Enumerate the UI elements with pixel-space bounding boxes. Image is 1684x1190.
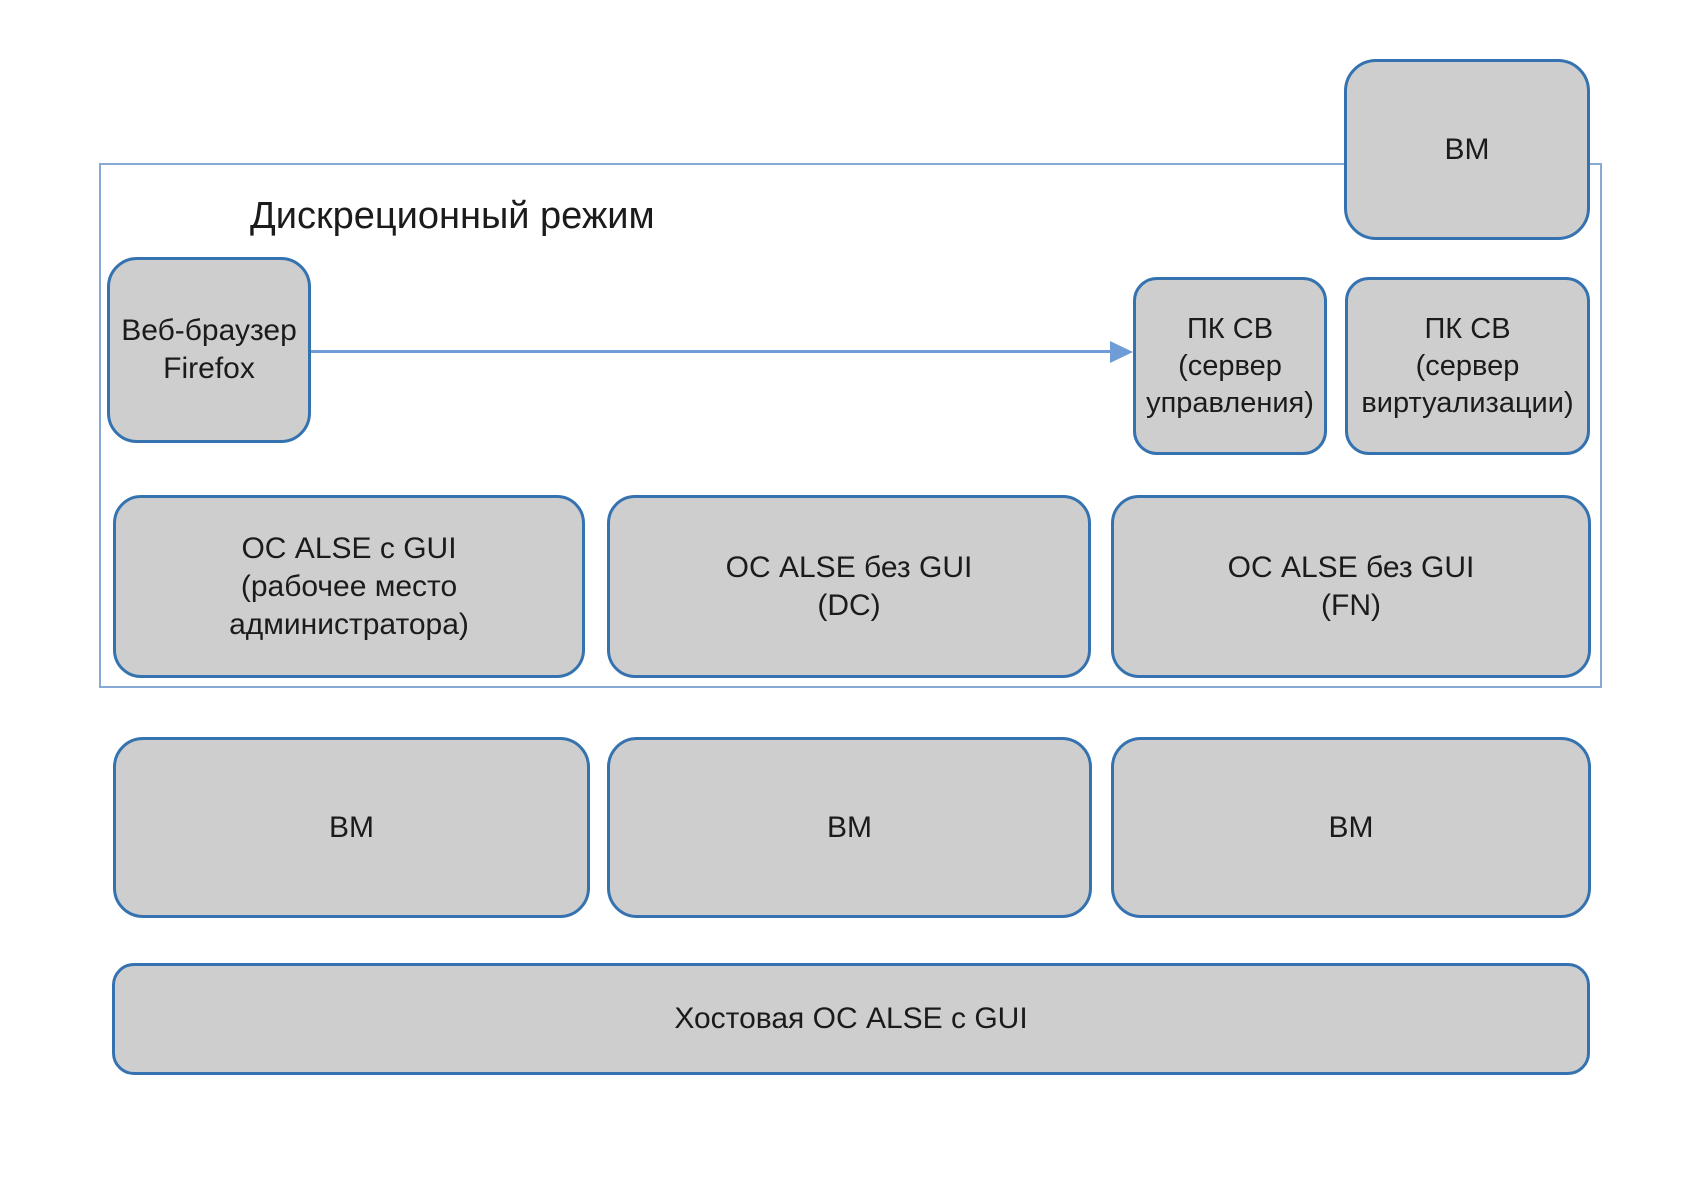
vm3-label: ВМ xyxy=(1328,810,1374,844)
pksv-management-label-line2: (сервер xyxy=(1178,349,1282,382)
alse-nogui-dc-node: ОС ALSE без GUI (DC) xyxy=(607,495,1091,678)
alse-nogui-fn-node: ОС ALSE без GUI (FN) xyxy=(1111,495,1591,678)
frame-title: Дискреционный режим xyxy=(250,195,655,237)
alse-admin-label-line1: ОС ALSE с GUI xyxy=(241,531,457,565)
alse-gui-admin-workstation-node: ОС ALSE с GUI (рабочее место администрат… xyxy=(113,495,585,678)
alse-dc-label-line1: ОС ALSE без GUI xyxy=(725,550,973,584)
firefox-to-mgmt-connector-line xyxy=(311,350,1112,353)
vm-top-node: ВМ xyxy=(1344,59,1590,240)
host-os-alse-gui-node: Хостовая ОС ALSE с GUI xyxy=(112,963,1590,1075)
pksv-management-server-node: ПК СВ (сервер управления) xyxy=(1133,277,1327,455)
discretionary-mode-frame xyxy=(99,163,1602,688)
alse-fn-label-line2: (FN) xyxy=(1321,588,1381,622)
vm-node-2: ВМ xyxy=(607,737,1092,918)
vm-node-1: ВМ xyxy=(113,737,590,918)
firefox-browser-node: Веб-браузер Firefox xyxy=(107,257,311,443)
vm1-label: ВМ xyxy=(329,810,374,844)
alse-admin-label-line3: администратора) xyxy=(229,607,469,641)
vm-node-3: ВМ xyxy=(1111,737,1591,918)
vm2-label: ВМ xyxy=(827,810,872,844)
pksv-virtualization-label-line2: (сервер xyxy=(1415,349,1520,382)
firefox-browser-label-line1: Веб-браузер xyxy=(121,314,297,347)
pksv-virtualization-server-node: ПК СВ (сервер виртуализации) xyxy=(1345,277,1590,455)
alse-fn-label-line1: ОС ALSE без GUI xyxy=(1227,550,1475,584)
alse-dc-label-line2: (DC) xyxy=(817,588,881,622)
firefox-browser-label-line2: Firefox xyxy=(163,352,255,385)
pksv-management-label-line1: ПК СВ xyxy=(1186,312,1274,345)
host-os-label: Хостовая ОС ALSE с GUI xyxy=(674,1002,1028,1035)
firefox-to-mgmt-arrowhead xyxy=(1110,341,1133,363)
vm-top-label: ВМ xyxy=(1444,132,1490,166)
pksv-virtualization-label-line1: ПК СВ xyxy=(1424,312,1511,345)
alse-admin-label-line2: (рабочее место xyxy=(240,569,458,603)
pksv-management-label-line3: управления) xyxy=(1146,386,1314,419)
pksv-virtualization-label-line3: виртуализации) xyxy=(1361,386,1574,419)
